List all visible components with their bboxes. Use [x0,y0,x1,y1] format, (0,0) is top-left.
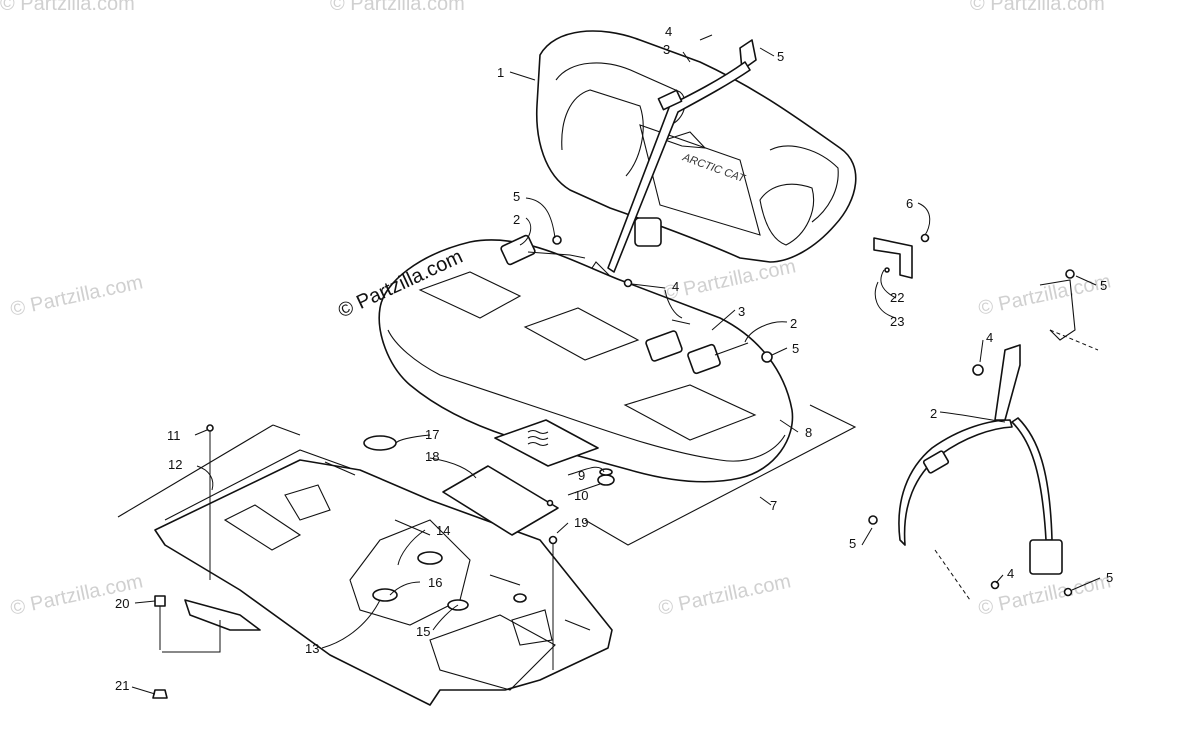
callout-3-top: 3 [663,42,670,57]
callout-11: 11 [167,428,181,443]
center-buckle [645,319,773,375]
callout-17: 17 [425,427,439,442]
mat [494,419,599,467]
callout-20: 20 [115,596,129,611]
callout-3-center: 3 [738,304,745,319]
watermark-bottom-right: © Partzilla.com [976,570,1112,620]
watermark-left: © Partzilla.com [8,271,144,321]
callout-18: 18 [425,449,439,464]
seat-cushion [378,239,794,483]
callout-2-center: 2 [790,316,797,331]
callout-5-side-top: 5 [1100,278,1107,293]
callout-4-center: 4 [672,279,679,294]
watermark-top-right: © Partzilla.com [970,0,1105,15]
bumper [597,468,615,486]
callout-5-side-left: 5 [849,536,856,551]
callout-7: 7 [770,498,777,513]
hardware [152,424,558,699]
watermark-top-mid: © Partzilla.com [330,0,465,15]
callout-16: 16 [428,575,442,590]
watermark-top-left: © Partzilla.com [0,0,135,15]
callout-labels: 1 2 2 2 3 3 4 4 4 4 5 5 5 5 5 5 6 7 8 9 … [115,24,1113,693]
callout-5-left: 5 [513,189,520,204]
callout-15: 15 [416,624,430,639]
left-buckle [500,234,633,288]
callout-22: 22 [890,290,904,305]
callout-4-top: 4 [665,24,672,39]
callout-2-left: 2 [513,212,520,227]
callout-4-side-bottom: 4 [1007,566,1014,581]
callout-12: 12 [168,457,182,472]
seat-backrest: ARCTIC CAT [535,30,857,263]
floor-pan [154,449,613,706]
watermark-right: © Partzilla.com [976,270,1112,320]
callout-8: 8 [805,425,812,440]
watermark-bottom-center: © Partzilla.com [656,570,792,620]
round-pad [363,435,397,451]
side-belt-assembly [868,269,1099,601]
callout-5-top: 5 [777,49,784,64]
callout-13: 13 [305,641,319,656]
callout-4-side-top: 4 [986,330,993,345]
mounting-bracket [873,233,930,279]
callout-9: 9 [578,468,585,483]
callout-5-center: 5 [792,341,799,356]
callout-14: 14 [436,523,450,538]
callout-23: 23 [890,314,904,329]
callout-5-side-bottom: 5 [1106,570,1113,585]
callout-10: 10 [574,488,588,503]
callout-19: 19 [574,515,588,530]
callout-21: 21 [115,678,129,693]
leader-lines [131,34,1101,695]
section-outlines [117,404,857,546]
watermark-center: © Partzilla.com [661,255,797,305]
callout-1: 1 [497,65,504,80]
center-belt-assembly [591,39,757,283]
callout-2-side: 2 [930,406,937,421]
callout-6: 6 [906,196,913,211]
